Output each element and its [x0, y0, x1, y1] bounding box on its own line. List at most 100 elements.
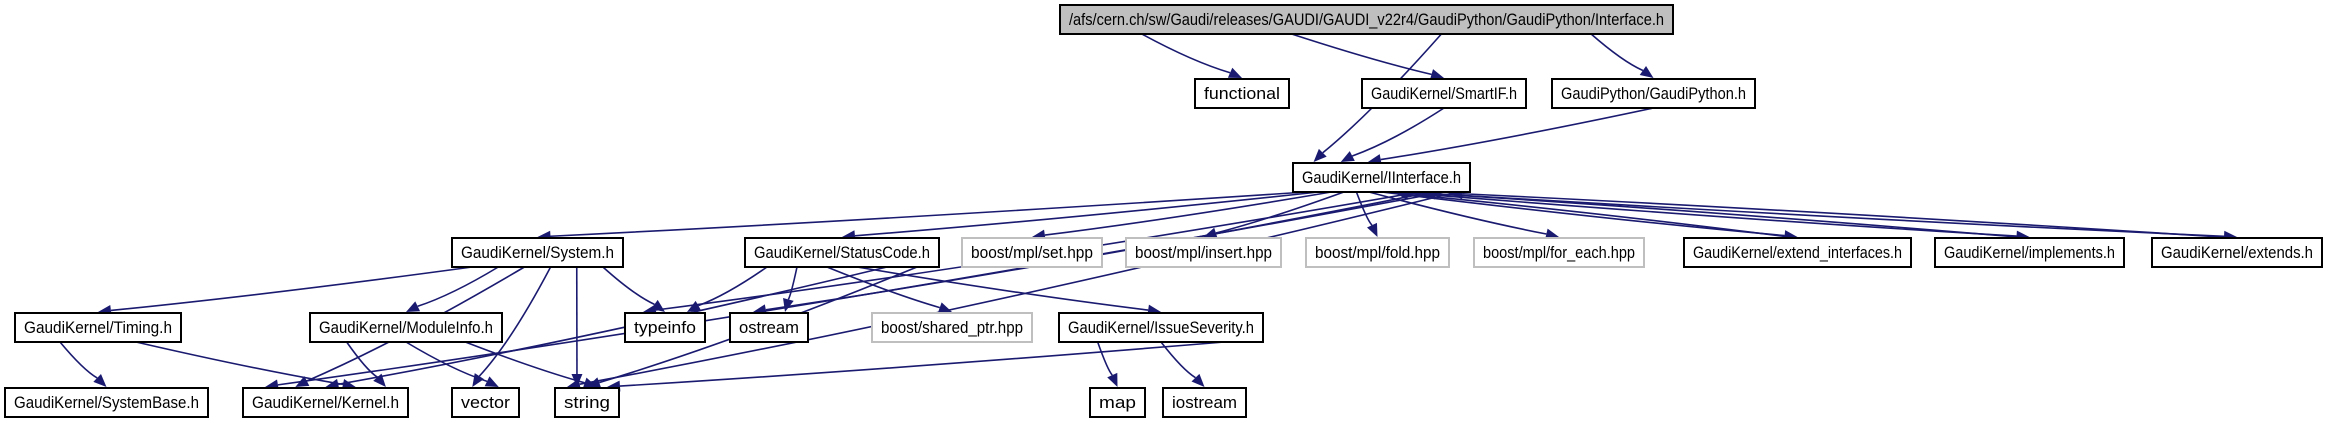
edge-system-to-typeinfo — [602, 266, 655, 306]
node-box-moduleinfo[interactable] — [309, 312, 503, 343]
edge-statuscode-to-ostream — [787, 266, 798, 300]
node-box-mplforeach[interactable] — [1473, 237, 1645, 268]
edge-moduleinfo-to-string — [465, 341, 585, 384]
edge-arrowhead — [937, 302, 952, 313]
node-label-root: /afs/cern.ch/sw/Gaudi/releases/GAUDI/GAU… — [1069, 10, 1664, 29]
edge-iinterface-to-system — [550, 191, 1307, 238]
node-label-iinterface: GaudiKernel/IInterface.h — [1302, 168, 1461, 187]
graph-node-root[interactable]: /afs/cern.ch/sw/Gaudi/releases/GAUDI/GAU… — [1059, 4, 1674, 35]
node-box-systembase[interactable] — [4, 387, 209, 418]
edge-iinterface-to-statuscode — [854, 191, 1319, 237]
graph-node-map[interactable]: map — [1089, 387, 1146, 418]
graph-node-mplset[interactable]: boost/mpl/set.hpp — [961, 237, 1103, 268]
edge-iinterface-to-mplforeach — [1368, 191, 1547, 235]
edge-moduleinfo-to-vector — [405, 341, 488, 383]
node-box-extendif[interactable] — [1683, 237, 1912, 268]
graph-node-kernel[interactable]: GaudiKernel/Kernel.h — [242, 387, 409, 418]
graph-node-iostream[interactable]: iostream — [1162, 387, 1247, 418]
node-label-issuesev: GaudiKernel/IssueSeverity.h — [1068, 318, 1254, 337]
node-label-timing: GaudiKernel/Timing.h — [24, 318, 172, 337]
graph-node-string[interactable]: string — [554, 387, 620, 418]
node-label-mplinsert: boost/mpl/insert.hpp — [1135, 243, 1272, 262]
edge-statuscode-to-typeinfo — [698, 266, 768, 307]
node-box-extends[interactable] — [2151, 237, 2323, 268]
node-label-gaudipython: GaudiPython/GaudiPython.h — [1561, 84, 1746, 103]
edge-root-to-smartif — [1291, 33, 1432, 76]
node-box-system[interactable] — [451, 237, 624, 268]
node-label-mplforeach: boost/mpl/for_each.hpp — [1483, 243, 1635, 262]
edge-arrowhead — [783, 298, 794, 312]
edge-arrowhead — [373, 373, 386, 387]
node-label-system: GaudiKernel/System.h — [461, 243, 614, 262]
edge-system-to-moduleinfo — [417, 266, 499, 308]
graph-node-smartif[interactable]: GaudiKernel/SmartIF.h — [1361, 78, 1527, 109]
graph-node-functional[interactable]: functional — [1194, 78, 1290, 109]
edge-iinterface-to-implements — [1393, 191, 2017, 237]
graph-node-implements[interactable]: GaudiKernel/implements.h — [1934, 237, 2125, 268]
graph-node-typeinfo[interactable]: typeinfo — [624, 312, 706, 343]
edge-arrowhead — [1227, 67, 1242, 78]
node-label-mplfold: boost/mpl/fold.hpp — [1315, 243, 1440, 262]
edge-arrowhead — [406, 301, 421, 312]
node-box-functional[interactable] — [1194, 78, 1290, 109]
node-box-root[interactable] — [1059, 4, 1674, 35]
edge-arrowhead — [1107, 372, 1118, 387]
node-label-map: map — [1099, 393, 1136, 412]
graph-node-timing[interactable]: GaudiKernel/Timing.h — [14, 312, 182, 343]
edge-arrowhead — [1340, 151, 1355, 162]
edge-arrowhead — [295, 376, 310, 387]
node-box-ostream[interactable] — [729, 312, 809, 343]
graph-node-issuesev[interactable]: GaudiKernel/IssueSeverity.h — [1058, 312, 1264, 343]
edge-arrowhead — [1313, 148, 1327, 162]
node-box-gaudipython[interactable] — [1551, 78, 1756, 109]
graph-node-gaudipython[interactable]: GaudiPython/GaudiPython.h — [1551, 78, 1756, 109]
node-box-implements[interactable] — [1934, 237, 2125, 268]
graph-node-extends[interactable]: GaudiKernel/extends.h — [2151, 237, 2323, 268]
node-label-mplset: boost/mpl/set.hpp — [971, 243, 1093, 262]
node-box-kernel[interactable] — [242, 387, 409, 418]
graph-node-ostream[interactable]: ostream — [729, 312, 809, 343]
node-box-typeinfo[interactable] — [624, 312, 706, 343]
graph-node-statuscode[interactable]: GaudiKernel/StatusCode.h — [744, 237, 940, 268]
graph-node-moduleinfo[interactable]: GaudiKernel/ModuleInfo.h — [309, 312, 503, 343]
node-label-typeinfo: typeinfo — [634, 318, 696, 337]
node-label-sharedptr: boost/shared_ptr.hpp — [881, 318, 1023, 337]
node-box-statuscode[interactable] — [744, 237, 940, 268]
graph-node-vector[interactable]: vector — [451, 387, 520, 418]
node-label-systembase: GaudiKernel/SystemBase.h — [14, 393, 199, 412]
node-label-vector: vector — [461, 393, 510, 412]
node-label-extends: GaudiKernel/extends.h — [2161, 243, 2313, 262]
node-box-mplinsert[interactable] — [1125, 237, 1282, 268]
node-box-mplset[interactable] — [961, 237, 1103, 268]
edge-issuesev-to-string — [619, 341, 1225, 387]
graph-node-mplfold[interactable]: boost/mpl/fold.hpp — [1305, 237, 1450, 268]
graph-node-sharedptr[interactable]: boost/shared_ptr.hpp — [871, 312, 1033, 343]
graph-node-extendif[interactable]: GaudiKernel/extend_interfaces.h — [1683, 237, 1912, 268]
graph-node-mplinsert[interactable]: boost/mpl/insert.hpp — [1125, 237, 1282, 268]
edge-statuscode-to-sharedptr — [826, 266, 940, 309]
node-box-iostream[interactable] — [1162, 387, 1247, 418]
node-box-string[interactable] — [554, 387, 620, 418]
edge-gaudipython-to-iinterface — [1380, 107, 1654, 161]
edge-smartif-to-iinterface — [1351, 107, 1445, 157]
node-box-map[interactable] — [1089, 387, 1146, 418]
edge-arrowhead — [325, 378, 340, 390]
graph-node-mplforeach[interactable]: boost/mpl/for_each.hpp — [1473, 237, 1645, 268]
node-box-iinterface[interactable] — [1292, 162, 1471, 193]
node-label-implements: GaudiKernel/implements.h — [1944, 243, 2115, 262]
node-box-sharedptr[interactable] — [871, 312, 1033, 343]
graph-node-system[interactable]: GaudiKernel/System.h — [451, 237, 624, 268]
graph-node-iinterface[interactable]: GaudiKernel/IInterface.h — [1292, 162, 1471, 193]
node-box-smartif[interactable] — [1361, 78, 1527, 109]
edge-arrowhead — [1429, 69, 1444, 80]
node-box-mplfold[interactable] — [1305, 237, 1450, 268]
node-box-vector[interactable] — [451, 387, 520, 418]
edge-extendif-to-iinterface — [1407, 193, 1798, 239]
graph-node-systembase[interactable]: GaudiKernel/SystemBase.h — [4, 387, 209, 418]
edge-arrowhead — [651, 299, 665, 312]
edge-arrowhead — [1639, 66, 1654, 78]
edge-issuesev-to-map — [1096, 341, 1113, 376]
node-box-timing[interactable] — [14, 312, 182, 343]
node-box-issuesev[interactable] — [1058, 312, 1264, 343]
edge-root-to-gaudipython — [1590, 33, 1644, 72]
